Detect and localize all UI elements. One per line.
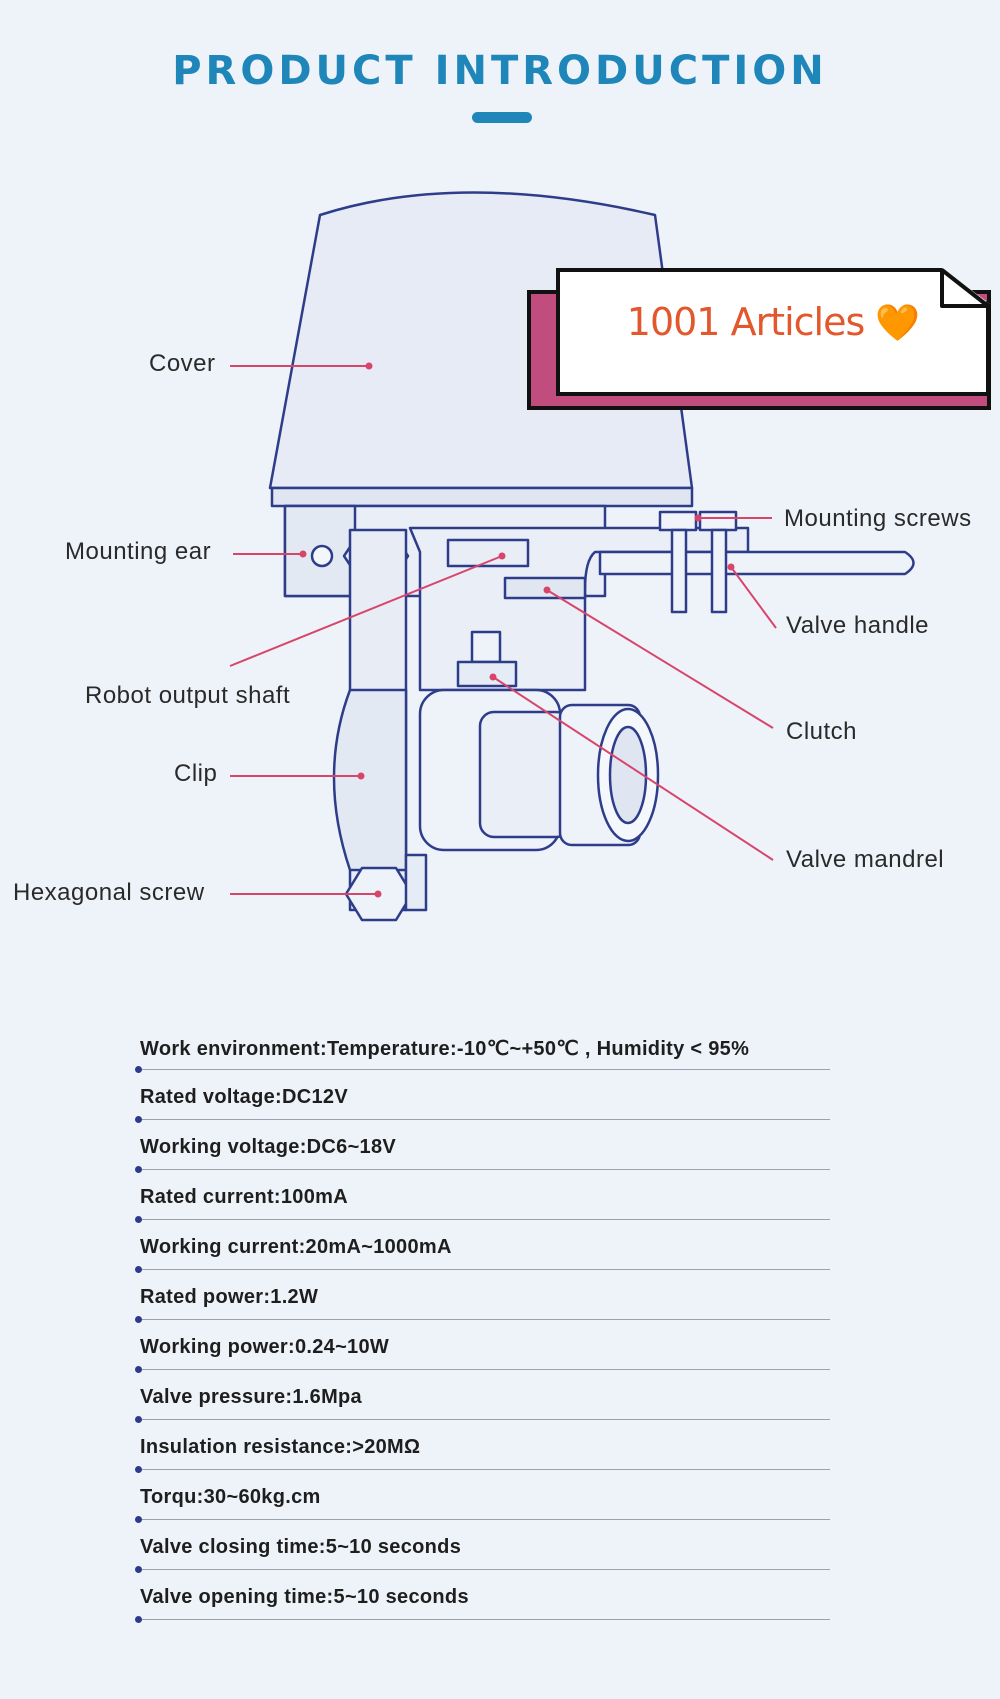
spec-row: Rated power:1.2W (135, 1270, 830, 1323)
valve-handle-shape (598, 550, 915, 576)
spec-text: Insulation resistance:>20MΩ (140, 1436, 421, 1458)
label-clip: Clip (174, 760, 218, 787)
spec-row: Rated voltage:DC12V (135, 1070, 830, 1123)
spec-row: Working power:0.24~10W (135, 1320, 830, 1373)
label-mounting-ear: Mounting ear (65, 538, 212, 565)
bullet-dot (135, 1466, 142, 1473)
label-mounting-screws: Mounting screws (784, 505, 972, 532)
spec-row: Torqu:30~60kg.cm (135, 1470, 830, 1523)
bullet-dot (135, 1366, 142, 1373)
label-valve-handle: Valve handle (786, 612, 929, 639)
bullet-dot (135, 1266, 142, 1273)
spec-text: Working power:0.24~10W (140, 1336, 390, 1358)
bullet-dot (135, 1516, 142, 1523)
label-hexagonal-screw: Hexagonal screw (13, 879, 205, 906)
bullet-dot (135, 1316, 142, 1323)
spec-text: Rated power:1.2W (140, 1286, 319, 1308)
spec-text: Torqu:30~60kg.cm (140, 1486, 321, 1508)
banner-label: 1001 Articles (626, 300, 865, 344)
spec-text: Work environment:Temperature:-10℃~+50℃ ,… (140, 1038, 750, 1060)
label-valve-mandrel: Valve mandrel (786, 846, 945, 873)
label-clutch: Clutch (786, 718, 858, 745)
spec-row: Insulation resistance:>20MΩ (135, 1420, 830, 1473)
spec-text: Valve pressure:1.6Mpa (140, 1386, 362, 1408)
label-cover: Cover (149, 350, 216, 377)
spec-text: Working current:20mA~1000mA (140, 1236, 452, 1258)
spec-row: Valve pressure:1.6Mpa (135, 1370, 830, 1423)
spec-row: Working voltage:DC6~18V (135, 1120, 830, 1173)
spec-text: Valve opening time:5~10 seconds (140, 1586, 469, 1608)
bullet-dot (135, 1416, 142, 1423)
spec-text: Rated voltage:DC12V (140, 1086, 348, 1108)
page-title: PRODUCT INTRODUCTION (172, 48, 828, 94)
bullet-dot (135, 1616, 142, 1623)
clip-shape (332, 688, 408, 872)
bullet-dot (135, 1566, 142, 1573)
spec-row: Valve opening time:5~10 seconds (135, 1570, 830, 1623)
bullet-dot (135, 1166, 142, 1173)
spec-text: Working voltage:DC6~18V (140, 1136, 397, 1158)
articles-banner (556, 268, 990, 396)
title-underline (472, 112, 532, 123)
bullet-dot (135, 1216, 142, 1223)
cover-shape (268, 191, 694, 490)
cover-rim (270, 486, 694, 508)
valve-manipulator-diagram (229, 191, 915, 922)
label-robot-output-shaft: Robot output shaft (85, 682, 291, 709)
specifications-list: Work environment:Temperature:-10℃~+50℃ ,… (135, 1020, 830, 1623)
bullet-dot (135, 1066, 142, 1073)
spec-row: Work environment:Temperature:-10℃~+50℃ ,… (135, 1020, 830, 1073)
banner-fold-corner (940, 268, 990, 308)
bullet-dot (135, 1116, 142, 1123)
heart-icon: 🧡 (875, 303, 920, 344)
spec-row: Working current:20mA~1000mA (135, 1220, 830, 1273)
spec-text: Rated current:100mA (140, 1186, 348, 1208)
spec-text: Valve closing time:5~10 seconds (140, 1536, 462, 1558)
spec-row: Valve closing time:5~10 seconds (135, 1520, 830, 1573)
banner-text: 1001 Articles 🧡 (556, 300, 990, 344)
spec-row: Rated current:100mA (135, 1170, 830, 1223)
